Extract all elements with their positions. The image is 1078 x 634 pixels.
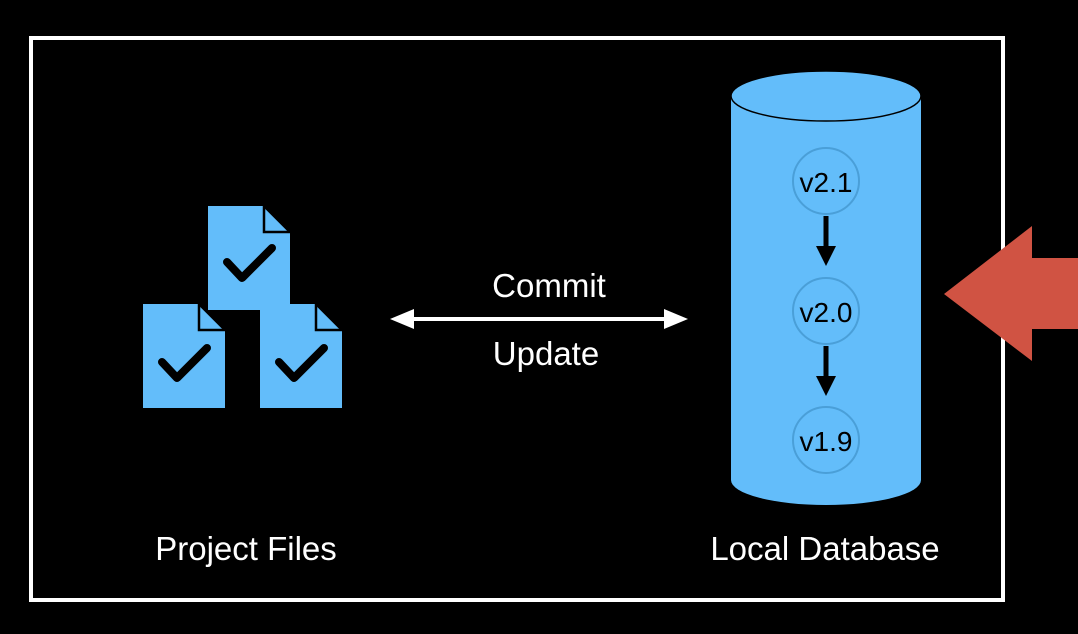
document-check-icon <box>208 205 291 310</box>
database-group: v2.1 v2.0 v1.9 Local Database <box>710 70 940 567</box>
commit-label: Commit <box>492 267 606 304</box>
sync-group: Commit Update <box>390 267 688 372</box>
project-files-label: Project Files <box>155 530 337 567</box>
document-check-icon <box>143 303 226 408</box>
project-files-group: Project Files <box>143 205 343 567</box>
update-label: Update <box>493 335 599 372</box>
version-node: v2.1 <box>792 147 860 215</box>
version-arrow <box>816 346 836 396</box>
document-check-icon <box>260 303 343 408</box>
left-arrow-icon <box>944 226 1078 361</box>
double-headed-arrow-icon <box>390 309 688 329</box>
version-label: v2.1 <box>800 167 853 198</box>
version-node: v2.0 <box>792 277 860 345</box>
version-label: v2.0 <box>800 297 853 328</box>
version-arrow <box>816 216 836 266</box>
version-label: v1.9 <box>800 426 853 457</box>
version-node: v1.9 <box>792 406 860 474</box>
local-database-label: Local Database <box>710 530 939 567</box>
